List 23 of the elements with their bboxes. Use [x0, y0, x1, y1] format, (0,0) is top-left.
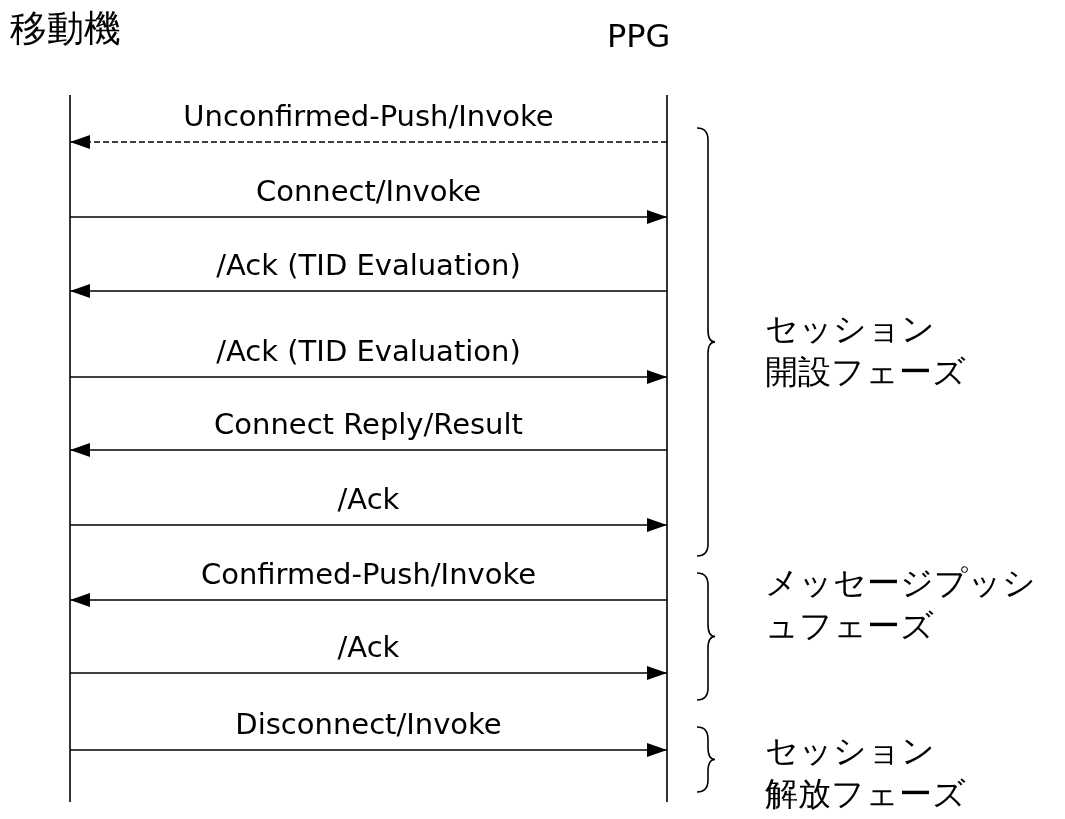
- message-label: /Ack (TID Evaluation): [216, 337, 521, 366]
- participant-label: 移動機: [10, 10, 121, 47]
- message-label: Connect Reply/Result: [214, 410, 523, 439]
- message-label: /Ack: [337, 485, 400, 514]
- message-arrow: [69, 743, 668, 757]
- message-arrow: [69, 210, 668, 224]
- message-arrow: [69, 284, 668, 298]
- message-label: /Ack (TID Evaluation): [216, 251, 521, 280]
- message-arrow: [69, 593, 668, 607]
- message-label: Confirmed-Push/Invoke: [200, 560, 537, 589]
- phase-label: メッセージプッシュフェーズ: [765, 562, 1037, 647]
- message-arrow: [69, 666, 668, 680]
- message-label: Unconfirmed-Push/Invoke: [183, 102, 554, 131]
- phase-label: セッション開設フェーズ: [765, 308, 967, 393]
- message-arrow: [69, 370, 668, 384]
- message-label: /Ack: [337, 633, 400, 662]
- message-arrow: [69, 135, 668, 149]
- message-label: Disconnect/Invoke: [235, 710, 502, 739]
- phase-label: セッション解放フェーズ: [765, 730, 967, 815]
- participant-label: PPG: [607, 20, 671, 52]
- message-label: Connect/Invoke: [255, 177, 482, 206]
- message-arrow: [69, 518, 668, 532]
- message-arrow: [69, 443, 668, 457]
